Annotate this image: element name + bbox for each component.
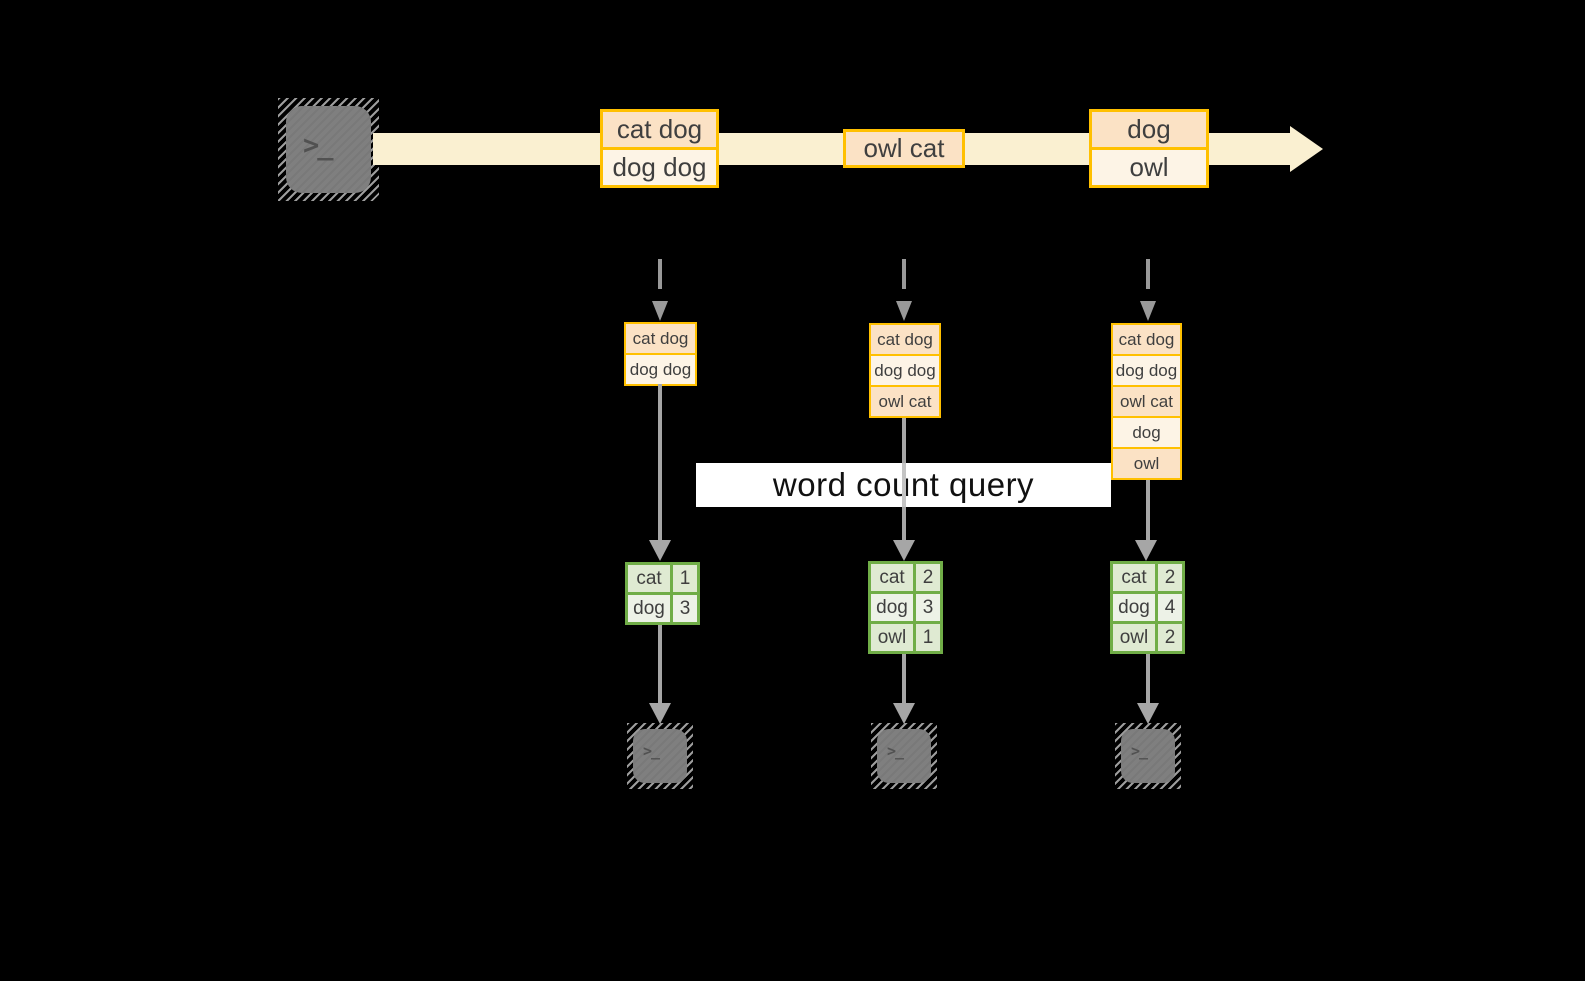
terminal-prompt-glyph: >_ <box>303 130 333 161</box>
dashed-arrowhead-icon <box>1140 301 1156 321</box>
input-record: dog dog <box>871 354 939 385</box>
arrowhead-icon <box>649 540 671 561</box>
table-row: cat 1 <box>628 565 697 592</box>
count-cell: 1 <box>916 624 940 651</box>
table-row: owl 1 <box>871 624 940 651</box>
terminal-icon-body: >_ <box>1121 729 1175 783</box>
input-record: owl cat <box>1113 385 1180 416</box>
batch-record: cat dog <box>603 112 716 147</box>
batch-record: dog <box>1092 112 1206 147</box>
count-cell: 3 <box>916 594 940 621</box>
connector-line-4 <box>658 625 662 703</box>
dashed-arrowhead-icon <box>896 301 912 321</box>
word-cell: cat <box>1113 564 1155 591</box>
count-cell: 4 <box>1158 594 1182 621</box>
word-cell: dog <box>1113 594 1155 621</box>
connector-line-overlay <box>902 463 906 507</box>
dashed-arrowhead-icon <box>652 301 668 321</box>
terminal-icon: >_ <box>627 723 693 789</box>
count-cell: 1 <box>673 565 697 592</box>
input-record: owl cat <box>871 385 939 416</box>
arrowhead-icon <box>893 540 915 561</box>
input-record: dog dog <box>1113 354 1180 385</box>
input-state-1: cat dog dog dog <box>624 322 697 386</box>
dashed-arrow-1 <box>658 259 662 289</box>
word-cell: dog <box>628 595 670 622</box>
count-cell: 2 <box>1158 624 1182 651</box>
connector-line-3 <box>1146 480 1150 540</box>
input-record: dog <box>1113 416 1180 447</box>
word-cell: cat <box>871 564 913 591</box>
terminal-prompt-glyph: >_ <box>887 742 904 760</box>
count-table-1: cat 1 dog 3 <box>625 562 700 625</box>
arrowhead-icon <box>1135 540 1157 561</box>
table-row: dog 3 <box>871 594 940 621</box>
terminal-icon: >_ <box>1115 723 1181 789</box>
stream-batch-3: dog owl <box>1089 109 1209 188</box>
arrowhead-icon <box>1137 703 1159 724</box>
terminal-prompt-glyph: >_ <box>1131 742 1148 760</box>
word-cell: dog <box>871 594 913 621</box>
batch-record: owl cat <box>846 132 962 165</box>
connector-line-1 <box>658 384 662 540</box>
connector-line-5 <box>902 654 906 703</box>
input-state-3: cat dog dog dog owl cat dog owl <box>1111 323 1182 480</box>
terminal-icon: >_ <box>871 723 937 789</box>
word-cell: owl <box>1113 624 1155 651</box>
count-table-2: cat 2 dog 3 owl 1 <box>868 561 943 654</box>
batch-record: owl <box>1092 147 1206 185</box>
batch-record: dog dog <box>603 147 716 185</box>
stream-arrowhead-icon <box>1290 126 1323 172</box>
terminal-icon-body: >_ <box>286 106 371 193</box>
stream-batch-1: cat dog dog dog <box>600 109 719 188</box>
table-row: dog 3 <box>628 595 697 622</box>
table-row: owl 2 <box>1113 624 1182 651</box>
terminal-prompt-glyph: >_ <box>643 742 660 760</box>
input-record: cat dog <box>1113 325 1180 354</box>
terminal-icon-body: >_ <box>633 729 687 783</box>
terminal-icon: >_ <box>278 98 379 201</box>
arrowhead-icon <box>893 703 915 724</box>
count-cell: 2 <box>916 564 940 591</box>
input-record: owl <box>1113 447 1180 478</box>
arrowhead-icon <box>649 703 671 724</box>
count-table-3: cat 2 dog 4 owl 2 <box>1110 561 1185 654</box>
terminal-icon-body: >_ <box>877 729 931 783</box>
connector-line-6 <box>1146 654 1150 703</box>
table-row: cat 2 <box>1113 564 1182 591</box>
table-row: cat 2 <box>871 564 940 591</box>
table-row: dog 4 <box>1113 594 1182 621</box>
input-record: dog dog <box>626 353 695 384</box>
input-state-2: cat dog dog dog owl cat <box>869 323 941 418</box>
dashed-arrow-2 <box>902 259 906 289</box>
stream-batch-2: owl cat <box>843 129 965 168</box>
input-record: cat dog <box>626 324 695 353</box>
dashed-arrow-3 <box>1146 259 1150 289</box>
count-cell: 2 <box>1158 564 1182 591</box>
word-cell: cat <box>628 565 670 592</box>
count-cell: 3 <box>673 595 697 622</box>
input-record: cat dog <box>871 325 939 354</box>
word-cell: owl <box>871 624 913 651</box>
